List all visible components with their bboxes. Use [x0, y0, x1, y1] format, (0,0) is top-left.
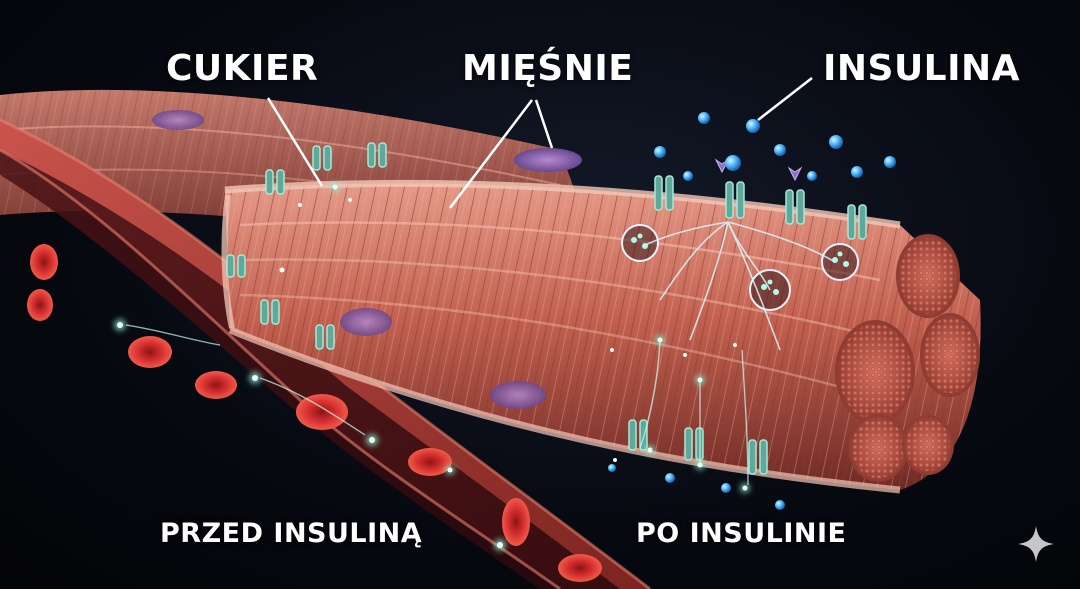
- insulin-molecule: [665, 473, 675, 483]
- label-leader-lines: [266, 77, 813, 209]
- glucose-vesicle: [821, 243, 859, 281]
- insulin-molecule: [725, 155, 741, 171]
- glucose-transporter: [265, 169, 285, 195]
- glucose-vesicles: [621, 224, 859, 311]
- red-blood-cell: [30, 244, 58, 280]
- insulin-signal-lines: [644, 221, 836, 351]
- insulin-molecule: [807, 171, 817, 181]
- red-blood-cell: [296, 394, 348, 430]
- label-before-insulin: PRZED INSULINĄ: [160, 518, 423, 549]
- leader-line-muscles: [449, 99, 533, 209]
- red-blood-cell: [27, 289, 53, 321]
- glucose-transporter: [315, 324, 335, 350]
- label-insulin: INSULINA: [823, 48, 1021, 89]
- insulin-molecule: [775, 500, 785, 510]
- leader-line-insulin: [757, 77, 813, 121]
- glucose-transporter: [847, 204, 867, 240]
- red-blood-cell: [195, 371, 237, 399]
- leader-line-sugar: [266, 97, 324, 187]
- insulin-molecule: [774, 144, 786, 156]
- leader-line-muscles: [534, 99, 554, 149]
- red-blood-cells: [27, 244, 602, 582]
- insulin-molecule: [851, 166, 863, 178]
- insulin-molecule: [608, 464, 616, 472]
- insulin-molecule: [654, 146, 666, 158]
- glucose-vesicle: [621, 224, 659, 262]
- front-muscle-fiber: [221, 148, 981, 494]
- red-blood-cell: [128, 336, 172, 368]
- cell-membrane: [228, 326, 901, 494]
- glucose-transporter: [725, 181, 745, 219]
- insulin-molecules: [608, 112, 896, 510]
- red-blood-cell: [408, 448, 452, 476]
- glucose-transporter: [312, 145, 332, 171]
- label-sugar: CUKIER: [166, 48, 319, 89]
- red-blood-cell: [558, 554, 602, 582]
- insulin-molecule: [683, 171, 693, 181]
- insulin-molecule: [721, 483, 731, 493]
- cell-nucleus: [490, 381, 546, 409]
- glucose-particles: [114, 182, 750, 551]
- sparkle-icon: [1018, 526, 1054, 562]
- cell-nucleus: [340, 308, 392, 336]
- cell-nucleus: [514, 148, 582, 172]
- insulin-molecule: [698, 112, 710, 124]
- glucose-transporter: [226, 254, 246, 278]
- insulin-receptor: [787, 166, 803, 182]
- insulin-molecule: [829, 135, 843, 149]
- insulin-molecule: [884, 156, 896, 168]
- glucose-transporter: [367, 142, 387, 168]
- red-blood-cell: [502, 498, 530, 546]
- label-after-insulin: PO INSULINIE: [636, 518, 847, 549]
- glucose-transporter: [654, 175, 674, 211]
- insulin-molecule: [746, 119, 760, 133]
- glucose-transporter: [785, 189, 805, 225]
- glucose-transporter: [260, 299, 280, 325]
- glucose-transporter: [748, 439, 768, 475]
- cell-nucleus: [152, 110, 204, 130]
- label-muscles: MIĘŚNIE: [462, 48, 634, 89]
